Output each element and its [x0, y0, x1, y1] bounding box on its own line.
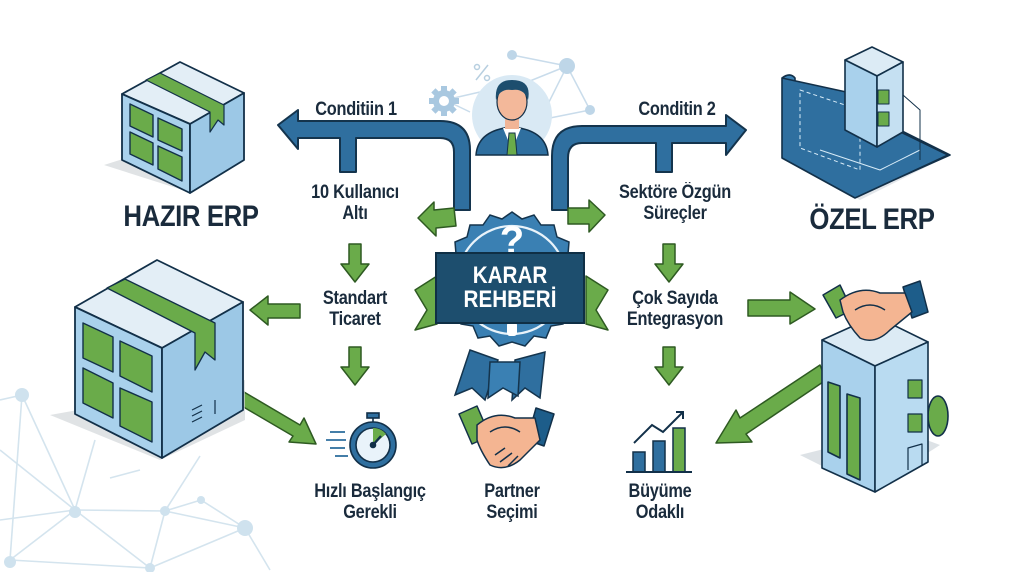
condition-1-text: Conditiin 1: [315, 99, 397, 120]
stopwatch-icon: [326, 412, 397, 469]
outcome-line: Gerekli: [343, 501, 397, 523]
green-arrows: [239, 199, 827, 445]
criterion-line: Çok Sayıda: [632, 288, 718, 309]
criterion-line: 10 Kullanıcı: [311, 182, 399, 203]
badge-line2: REHBERİ: [463, 286, 557, 313]
condition-2-label: Conditin 2: [621, 99, 733, 121]
partner-line: Seçimi: [486, 501, 538, 523]
criterion-many-integrations: Çok Sayıda Entegrasyon: [606, 288, 744, 330]
criterion-line: Entegrasyon: [626, 308, 724, 330]
blue-flow-arrows: [277, 109, 747, 211]
condition-2-text: Conditin 2: [638, 99, 716, 120]
option-hazir-erp-title: HAZIR ERP: [118, 200, 264, 233]
handshake-icon-top-right: [822, 280, 929, 341]
outcome-line: Hızlı Başlangıç: [314, 481, 426, 502]
criterion-line: Standart: [322, 288, 388, 309]
outcome-fast-start: Hızlı Başlangıç Gerekli: [293, 481, 448, 523]
condition-1-label: Conditiin 1: [296, 99, 416, 121]
blueprint-building-icon: [781, 46, 951, 200]
criterion-line: Sektöre Özgün: [619, 182, 731, 203]
businessman-avatar-icon: [472, 75, 552, 156]
criterion-line: Altı: [342, 202, 368, 224]
criterion-line: Süreçler: [643, 202, 707, 224]
growth-chart-icon: [626, 411, 692, 473]
percent-icon: [473, 63, 491, 82]
partner-line: Partner: [484, 481, 540, 502]
criterion-line: Ticaret: [329, 308, 381, 330]
outcome-growth-focused: Büyüme Odaklı: [608, 481, 711, 523]
outcome-line: Büyüme: [628, 481, 692, 502]
decision-guide-banner: KARAR REHBERİ: [435, 252, 585, 324]
handshake-icon: [458, 405, 555, 469]
large-package-box-icon: [50, 259, 245, 460]
package-box-icon: [104, 61, 245, 194]
criterion-standard-commerce: Standart Ticaret: [299, 288, 411, 330]
criterion-user-count: 10 Kullanıcı Altı: [291, 182, 420, 224]
network-decoration-icon: [0, 394, 271, 571]
option-ozel-erp-title: ÖZEL ERP: [803, 203, 941, 236]
badge-line1: KARAR: [472, 261, 548, 289]
partner-selection-label: Partner Seçimi: [460, 481, 563, 523]
criterion-sector-specific: Sektöre Özgün Süreçler: [602, 182, 748, 224]
gear-icon: [429, 86, 459, 116]
office-building-icon: [800, 315, 949, 493]
ozel-erp-text: ÖZEL ERP: [809, 203, 935, 236]
hazir-erp-text: HAZIR ERP: [123, 200, 259, 233]
outcome-line: Odaklı: [635, 501, 685, 523]
